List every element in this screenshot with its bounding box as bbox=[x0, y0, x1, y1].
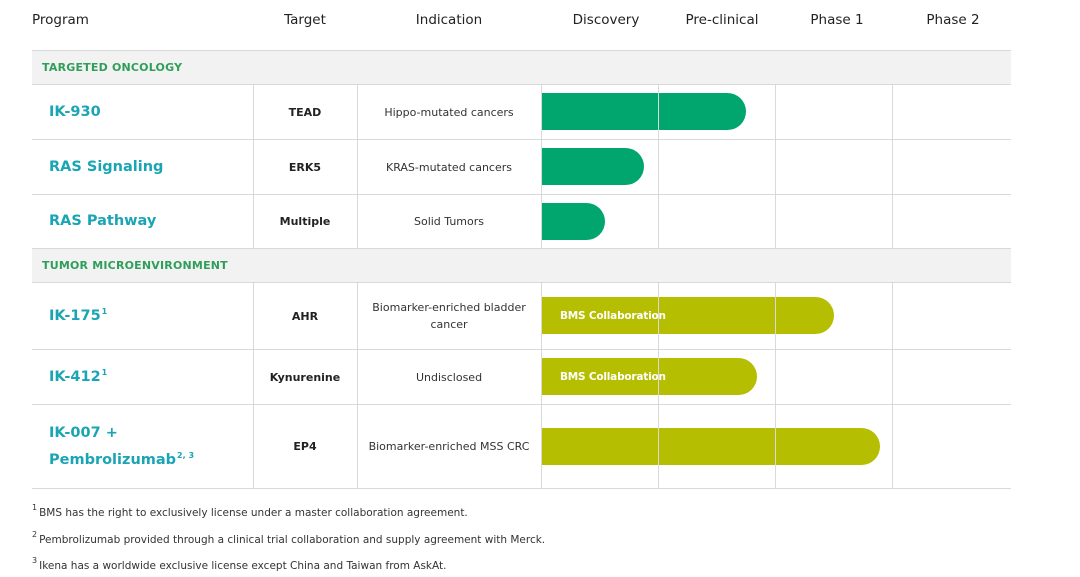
target-value: Kynurenine bbox=[269, 370, 341, 384]
column-divider bbox=[892, 283, 893, 488]
target-value: AHR bbox=[291, 309, 319, 323]
divider bbox=[32, 488, 1011, 489]
indication-value: Biomarker-enriched bladder cancer bbox=[372, 301, 526, 331]
column-divider bbox=[892, 85, 893, 248]
section-title: TUMOR MICROENVIRONMENT bbox=[42, 259, 228, 272]
target-value: ERK5 bbox=[288, 160, 322, 174]
indication-value: KRAS-mutated cancers bbox=[385, 160, 513, 174]
column-divider bbox=[541, 85, 542, 248]
indication-value: Hippo-mutated cancers bbox=[384, 105, 514, 119]
divider bbox=[32, 50, 1011, 51]
progress-bar bbox=[541, 93, 746, 130]
progress-bar: BMS Collaboration bbox=[541, 358, 757, 395]
program-name[interactable]: IK-930 bbox=[49, 103, 101, 120]
section-title: TARGETED ONCOLOGY bbox=[42, 61, 183, 74]
program-name[interactable]: RAS Signaling bbox=[49, 158, 164, 175]
target-value: Multiple bbox=[279, 215, 331, 228]
target-value: TEAD bbox=[288, 105, 322, 119]
collaboration-label: BMS Collaboration bbox=[560, 370, 666, 383]
table-row: RAS Pathway Multiple Solid Tumors bbox=[32, 195, 1011, 248]
program-name[interactable]: IK-1751 bbox=[49, 306, 108, 324]
divider bbox=[32, 84, 1011, 85]
divider bbox=[32, 194, 1011, 195]
progress-bar bbox=[541, 203, 605, 240]
table-row: IK-1751 AHR Biomarker-enriched bladder c… bbox=[32, 283, 1011, 349]
header-stage-phase1: Phase 1 bbox=[810, 12, 864, 28]
progress-bar: BMS Collaboration bbox=[541, 297, 834, 334]
collaboration-label: BMS Collaboration bbox=[560, 309, 666, 322]
footnote-marker: 1 bbox=[101, 367, 108, 377]
divider bbox=[32, 139, 1011, 140]
header-indication: Indication bbox=[415, 12, 483, 28]
header-stage-discovery: Discovery bbox=[572, 12, 640, 28]
table-row: RAS Signaling ERK5 KRAS-mutated cancers bbox=[32, 140, 1011, 194]
divider bbox=[32, 404, 1011, 405]
column-divider bbox=[253, 85, 254, 248]
header-program: Program bbox=[32, 12, 89, 28]
section-tumor-microenvironment: TUMOR MICROENVIRONMENT bbox=[32, 249, 1011, 282]
program-name[interactable]: IK-4121 bbox=[49, 367, 108, 385]
divider bbox=[32, 248, 1011, 249]
header-stage-phase2: Phase 2 bbox=[926, 12, 980, 28]
column-divider bbox=[357, 283, 358, 488]
indication-value: Undisclosed bbox=[415, 370, 483, 384]
progress-bar bbox=[541, 428, 880, 465]
column-divider bbox=[775, 283, 776, 488]
column-divider bbox=[253, 283, 254, 488]
progress-bar bbox=[541, 148, 644, 185]
header-target: Target bbox=[284, 12, 326, 28]
table-row: IK-930 TEAD Hippo-mutated cancers bbox=[32, 85, 1011, 139]
table-row: IK-4121 Kynurenine Undisclosed BMS Colla… bbox=[32, 350, 1011, 404]
footnote-marker: 1 bbox=[101, 306, 108, 316]
divider bbox=[32, 349, 1011, 350]
section-targeted-oncology: TARGETED ONCOLOGY bbox=[32, 51, 1011, 84]
divider bbox=[32, 282, 1011, 283]
indication-value: Biomarker-enriched MSS CRC bbox=[368, 440, 530, 453]
footnote-marker: 2, 3 bbox=[177, 450, 195, 460]
column-divider bbox=[357, 85, 358, 248]
table-row: IK-007 + Pembrolizumab2, 3 EP4 Biomarker… bbox=[32, 405, 1011, 488]
program-name[interactable]: RAS Pathway bbox=[49, 213, 157, 229]
indication-value: Solid Tumors bbox=[413, 215, 485, 228]
column-divider bbox=[658, 283, 659, 488]
column-divider bbox=[658, 85, 659, 248]
program-name[interactable]: IK-007 + Pembrolizumab2, 3 bbox=[49, 424, 195, 468]
header-stage-preclinical: Pre-clinical bbox=[685, 12, 759, 28]
column-divider bbox=[541, 283, 542, 488]
target-value: EP4 bbox=[293, 440, 317, 453]
column-divider bbox=[775, 85, 776, 248]
